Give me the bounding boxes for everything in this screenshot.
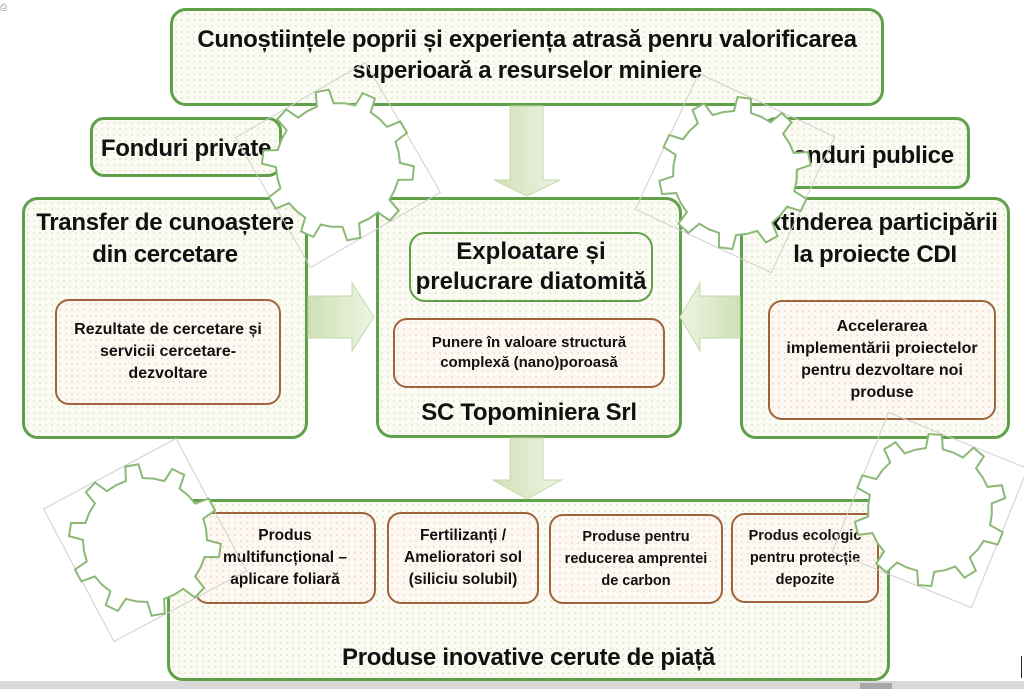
top-title-line1: Cunoștiințele poprii și experiența atras…	[197, 26, 857, 53]
exploitation-box: Exploatare și prelucrare diatomită	[409, 232, 653, 302]
product-fertilizers-line3: (siliciu solubil)	[408, 571, 518, 588]
nanoporous-line2: complexă (nano)poroasă	[440, 354, 618, 371]
product-carbon-line1: Produse pentru	[582, 529, 690, 545]
product-carbon-line3: de carbon	[601, 573, 671, 589]
product-ecological-line2: pentru protecție	[749, 550, 861, 566]
accelerate-line4: produse	[850, 384, 914, 401]
research-transfer-title-line2: din cercetare	[92, 241, 238, 268]
product-foliar-line3: aplicare foliară	[230, 571, 340, 588]
accelerate-line3: pentru dezvoltare noi	[801, 362, 963, 379]
product-fertilizers-line2: Amelioratori sol	[404, 549, 522, 566]
public-funds-box: Fonduri publice	[762, 117, 970, 189]
company-box: Exploatare și prelucrare diatomită Puner…	[376, 197, 682, 438]
clipboard-icon: ⎙	[0, 2, 8, 12]
cdi-participation-box: Extinderea participării la proiecte CDI …	[740, 197, 1010, 439]
nanoporous-structure-box: Punere în valoare structură complexă (na…	[393, 318, 665, 388]
accelerate-implementation-box: Accelerarea implementării proiectelor pe…	[768, 300, 996, 420]
product-carbon: Produse pentru reducerea amprentei de ca…	[549, 514, 723, 604]
scrollbar-thumb[interactable]	[860, 683, 892, 689]
text-cursor	[1021, 656, 1022, 678]
cdi-title-line2: la proiecte CDI	[793, 241, 957, 268]
cdi-title-line1: Extinderea participării	[752, 209, 998, 236]
research-results-line2: servicii cercetare-	[99, 343, 237, 360]
research-transfer-box: Transfer de cunoaștere din cercetare Rez…	[22, 197, 308, 439]
product-ecological-line1: Produs ecologic	[748, 528, 862, 544]
product-ecological: Produs ecologic pentru protecție depozit…	[731, 513, 879, 603]
exploitation-line1: Exploatare și	[456, 238, 606, 265]
accelerate-line2: implementării proiectelor	[786, 340, 978, 357]
accelerate-line1: Accelerarea	[836, 318, 928, 335]
arrow-right-left	[307, 281, 375, 353]
research-results-line3: dezvoltare	[128, 365, 208, 382]
nanoporous-line1: Punere în valoare structură	[431, 334, 627, 351]
product-foliar-line2: multifuncțional –	[223, 549, 347, 566]
product-foliar-line1: Produs	[258, 527, 312, 544]
product-ecological-line3: depozite	[775, 572, 835, 588]
top-title-line2: superioară a resurselor miniere	[352, 57, 702, 84]
arrow-down-top	[493, 105, 561, 197]
product-foliar: Produs multifuncțional – aplicare foliar…	[194, 512, 376, 604]
arrow-down-bottom	[491, 437, 563, 500]
product-fertilizers: Fertilizanți / Amelioratori sol (siliciu…	[387, 512, 539, 604]
exploitation-line2: prelucrare diatomită	[415, 268, 647, 295]
research-results-line1: Rezultate de cercetare și	[74, 321, 262, 338]
top-knowledge-box: Cunoștiințele poprii și experiența atras…	[170, 8, 884, 106]
product-carbon-line2: reducerea amprentei	[564, 551, 708, 567]
private-funds-box: Fonduri private	[90, 117, 282, 177]
innovative-products-title: Produse inovative cerute de piață	[342, 644, 715, 671]
public-funds-label: Fonduri publice	[778, 142, 954, 169]
product-fertilizers-line1: Fertilizanți /	[419, 527, 507, 544]
private-funds-label: Fonduri private	[100, 135, 272, 162]
arrow-left-right	[679, 281, 741, 353]
company-name: SC Topominiera Srl	[421, 399, 637, 426]
horizontal-scrollbar[interactable]	[0, 681, 1024, 689]
research-transfer-title-line1: Transfer de cunoaștere	[36, 209, 294, 236]
research-results-box: Rezultate de cercetare și servicii cerce…	[55, 299, 281, 405]
